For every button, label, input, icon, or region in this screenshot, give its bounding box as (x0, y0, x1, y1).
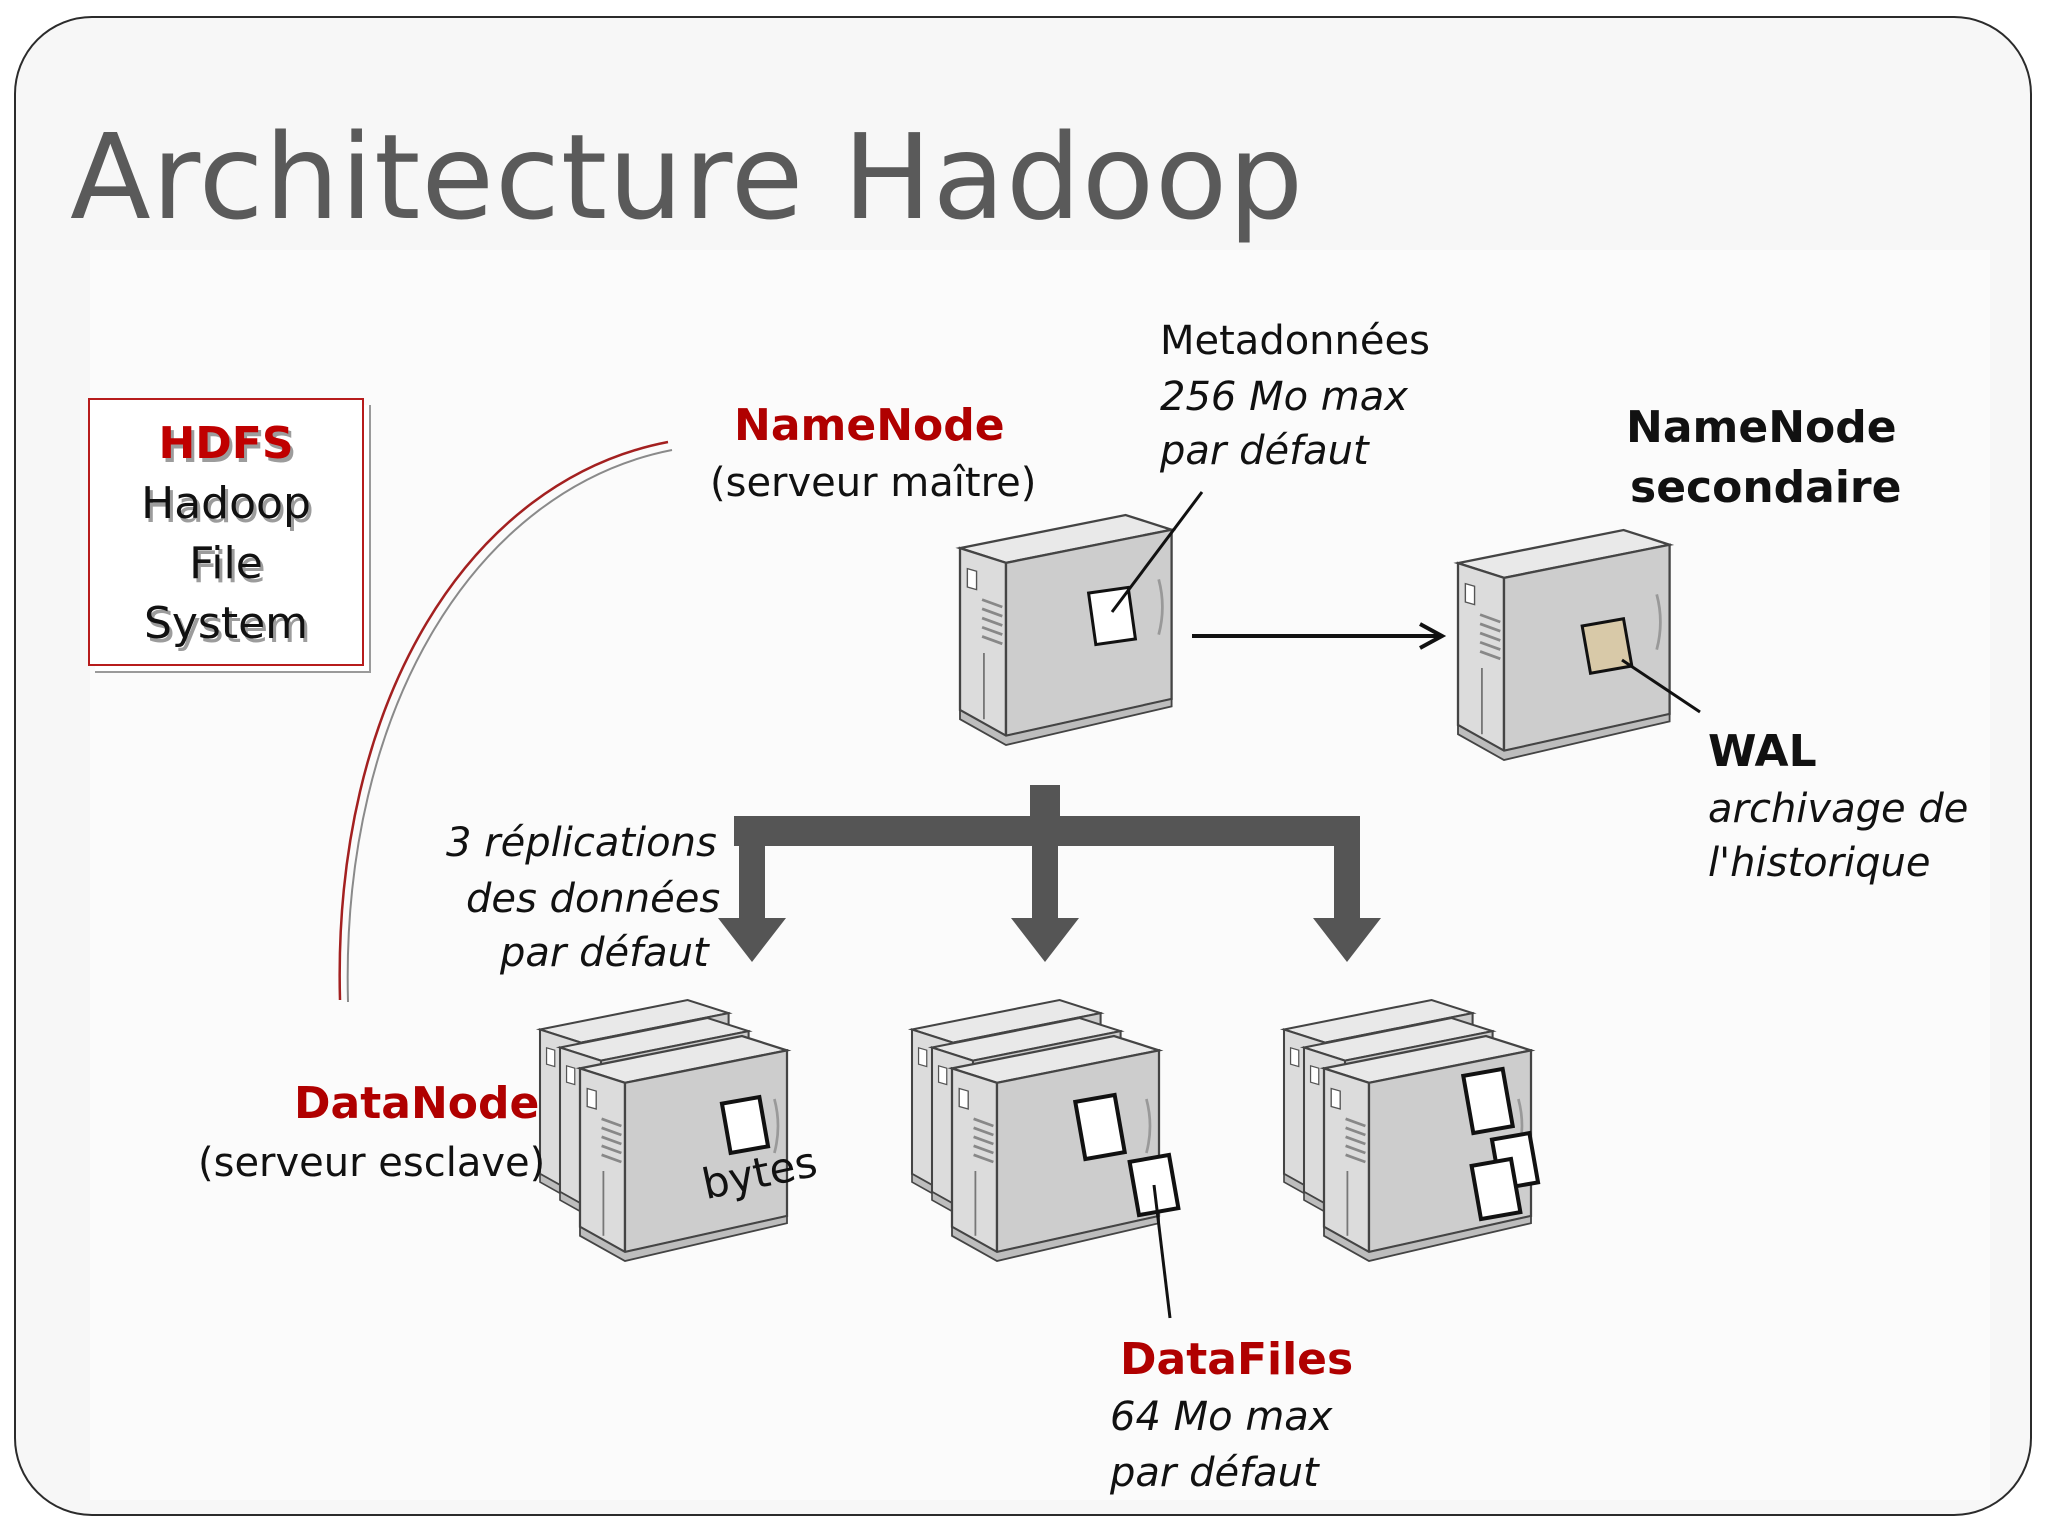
hdfs-scope-curve (338, 440, 669, 1001)
bytes-block (719, 1094, 771, 1156)
hdfs-scope-curve-shadow (346, 449, 673, 1003)
secondary-namenode-label-2: secondaire (1630, 462, 1902, 513)
datafiles-size: 64 Mo max (1110, 1394, 1333, 1440)
metadata-default: par défaut (1160, 428, 1369, 474)
namenode-label: NameNode (734, 400, 1005, 451)
namenode-subtitle: (serveur maître) (710, 460, 1037, 506)
datafiles-default: par défaut (1110, 1450, 1319, 1496)
secondary-namenode-server-icon (1456, 528, 1671, 762)
datanode-subtitle: (serveur esclave) (198, 1140, 546, 1186)
metadata-block (1086, 585, 1138, 647)
datanode-cluster-3 (1282, 998, 1541, 1263)
hdfs-box: HDFS Hadoop File System (88, 398, 364, 666)
datafiles-pointer (1152, 1184, 1172, 1319)
hdfs-line-system: System (143, 598, 309, 649)
replication-label-3: par défaut (500, 930, 709, 976)
replication-label-1: 3 réplications (446, 820, 717, 866)
metadata-pointer (1110, 491, 1204, 613)
wal-pointer (1621, 658, 1701, 714)
replication-arrows (718, 785, 1381, 962)
hdfs-label: HDFS (158, 418, 294, 469)
datanode-cluster-1 (538, 998, 789, 1263)
secondary-namenode-label: NameNode (1626, 402, 1897, 453)
hdfs-line-file: File (189, 538, 263, 589)
wal-desc-1: archivage de (1708, 786, 1969, 832)
datafile-block (1072, 1092, 1128, 1162)
wal-label: WAL (1708, 726, 1817, 777)
datafile-block (1469, 1156, 1523, 1222)
namenode-server-icon (958, 513, 1173, 747)
hdfs-line-hadoop: Hadoop (141, 478, 311, 529)
datanode-label: DataNode (294, 1078, 540, 1129)
datafile-block (1460, 1066, 1516, 1136)
replication-label-2: des données (466, 876, 721, 922)
metadata-label: Metadonnées (1160, 318, 1430, 364)
wal-desc-2: l'historique (1708, 840, 1931, 886)
datafiles-label: DataFiles (1120, 1334, 1354, 1385)
slide-title: Architecture Hadoop (70, 108, 1305, 246)
metadata-size: 256 Mo max (1160, 374, 1408, 420)
datanode-cluster-2 (910, 998, 1181, 1319)
wal-block (1580, 616, 1634, 676)
